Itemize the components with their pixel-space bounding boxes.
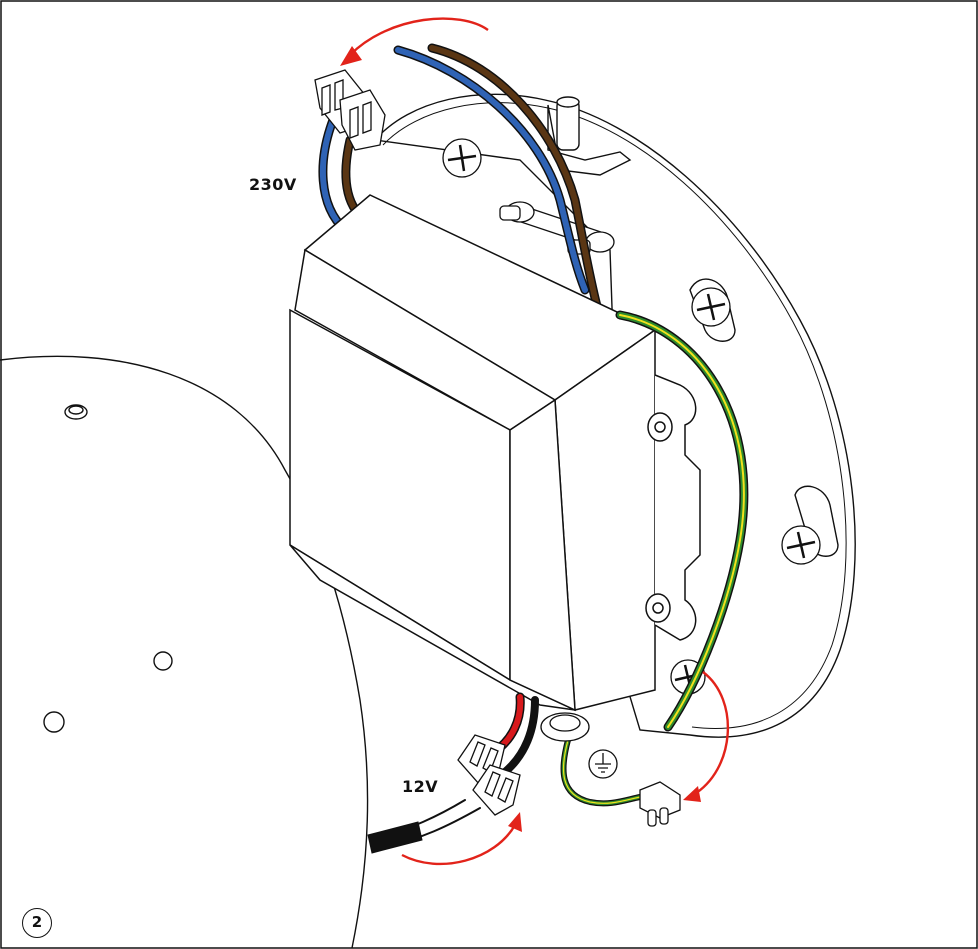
screw-icon — [781, 525, 821, 565]
led-driver-box — [289, 194, 701, 712]
wago-connector-icon — [314, 69, 386, 151]
rotate-arrow-icon — [340, 17, 489, 66]
wago-connector-icon — [457, 734, 521, 816]
rotate-arrow-icon — [401, 812, 522, 866]
cable-gland — [540, 712, 590, 742]
earth-ground-icon — [588, 749, 618, 779]
screw-icon — [442, 138, 482, 178]
rotate-arrow-icon — [683, 671, 730, 802]
mains-voltage-label: 230V — [249, 175, 297, 194]
screw-icon — [691, 287, 731, 327]
low-voltage-cable — [367, 821, 423, 854]
low-voltage-label: 12V — [402, 777, 439, 796]
earth-connector — [639, 781, 681, 827]
earth-wire — [560, 310, 749, 807]
step-number-badge: 2 — [22, 908, 52, 938]
mains-wires — [318, 43, 603, 315]
